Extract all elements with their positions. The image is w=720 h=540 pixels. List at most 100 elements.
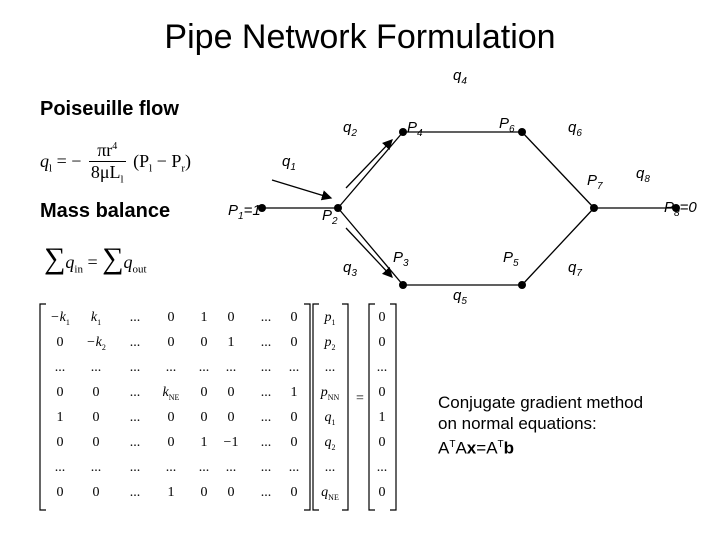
system-matrix: −k1 k1... 0 1 0... 0 0 −k2... 0 0 1... 0...........… <box>38 300 398 515</box>
label-q1: q1 <box>282 153 296 173</box>
matrix-cell: 0 <box>227 485 235 500</box>
label-q3: q3 <box>343 259 357 279</box>
matrix-cell: ... <box>129 460 141 475</box>
matrix-cell: ... <box>260 310 272 325</box>
label-q8: q8 <box>636 165 650 185</box>
node-dot-p7 <box>590 204 598 212</box>
rhs-bracket-left <box>368 303 375 511</box>
poiseuille-numerator: πr <box>97 140 113 160</box>
matrix-cell: 0 <box>200 410 208 425</box>
rhs-cell: 0 <box>378 335 386 350</box>
flow-arrow-q1 <box>271 179 333 201</box>
matrix-equals: = <box>356 391 364 406</box>
mass-q-in-sub: in <box>74 263 83 276</box>
matrix-cell: 0 <box>200 385 208 400</box>
slide-title: Pipe Network Formulation <box>164 18 556 56</box>
mass-balance-equation: ∑qin = ∑qout <box>44 242 147 276</box>
matrix-cell: 1 <box>227 335 235 350</box>
label-q2: q2 <box>343 119 357 139</box>
matrix-cell: 0 <box>290 435 298 450</box>
method-description: Conjugate gradient method on normal equa… <box>438 392 708 459</box>
matrix-cell: ... <box>198 360 210 375</box>
eq-b: b <box>503 438 515 458</box>
mass-q-out-sub: out <box>132 263 147 276</box>
matrix-cell: ... <box>260 335 272 350</box>
matrix-cell: ... <box>260 485 272 500</box>
matrix-cell: ... <box>165 360 177 375</box>
rhs-cell: 1 <box>378 410 386 425</box>
matrix-cell: 1 <box>56 410 64 425</box>
matrix-cell: 0 <box>200 335 208 350</box>
poiseuille-denominator-sub: l <box>120 173 124 186</box>
poiseuille-equals: = − <box>56 150 82 171</box>
poiseuille-numerator-sup: 4 <box>112 141 118 152</box>
matrix-cell: k1 <box>90 310 102 327</box>
matrix-cell: ... <box>54 360 66 375</box>
matrix-cell: 0 <box>167 435 175 450</box>
matrix-cell: −k2 <box>86 335 106 352</box>
matrix-cell: ... <box>288 360 300 375</box>
mass-equals: = <box>87 252 98 272</box>
matrix-cell: ... <box>260 435 272 450</box>
pipe-7 <box>521 207 595 286</box>
eq-equals: = <box>476 438 487 458</box>
node-dot-p5 <box>518 281 526 289</box>
matrix-cell: ... <box>129 435 141 450</box>
node-dot-p8 <box>672 204 680 212</box>
poiseuille-lhs: q <box>40 150 49 171</box>
mass-q-out: q <box>123 252 133 272</box>
matrix-cell: ... <box>54 460 66 475</box>
matrix-cell: ... <box>129 485 141 500</box>
matrix-cell: ... <box>90 360 102 375</box>
node-dot-p4 <box>399 128 407 136</box>
matrix-cell: 0 <box>92 435 100 450</box>
matrix-cell: ... <box>165 460 177 475</box>
poiseuille-equation: ql = − πr4 8μLl (Pl − Pr) <box>40 140 191 186</box>
matrix-cell: 0 <box>290 410 298 425</box>
label-p3: P3 <box>393 249 409 269</box>
matrix-cell: ... <box>129 335 141 350</box>
label-p4: P4 <box>407 119 423 139</box>
node-dot-p3 <box>399 281 407 289</box>
rhs-cell: 0 <box>378 310 386 325</box>
eq-a-rhs: A <box>486 438 498 458</box>
sum-symbol-in: ∑ <box>44 242 66 275</box>
node-dot-p6 <box>518 128 526 136</box>
matrix-cell: ... <box>260 385 272 400</box>
mass-balance-heading: Mass balance <box>40 200 171 222</box>
mass-q-in: q <box>65 252 75 272</box>
label-q5: q5 <box>453 287 467 307</box>
eq-a: A <box>438 438 450 458</box>
coef-bracket-left <box>39 303 46 511</box>
normal-equation: ATAx=ATb <box>438 434 708 459</box>
matrix-cell: ... <box>260 410 272 425</box>
eq-transpose-2: T <box>497 439 504 450</box>
matrix-brackets <box>39 303 397 511</box>
poiseuille-fraction: πr4 8μLl <box>88 140 126 186</box>
matrix-cell: 0 <box>56 485 64 500</box>
matrix-cell: kNE <box>162 385 180 402</box>
unknown-cell: ... <box>324 460 336 475</box>
matrix-cell: −k1 <box>50 310 70 327</box>
matrix-cell: ... <box>129 410 141 425</box>
eq-transpose-1: T <box>449 439 456 450</box>
unknown-bracket-right <box>342 303 349 511</box>
matrix-cell: 0 <box>56 335 64 350</box>
matrix-cell: 0 <box>290 310 298 325</box>
label-q7: q7 <box>568 259 582 279</box>
matrix-cell: ... <box>90 460 102 475</box>
matrix-cell: 1 <box>290 385 298 400</box>
sum-symbol-out: ∑ <box>102 242 124 275</box>
matrix-cell: 0 <box>92 385 100 400</box>
method-line-1: Conjugate gradient method <box>438 393 644 412</box>
poiseuille-rhs-close: ) <box>185 150 192 171</box>
label-q6: q6 <box>568 119 582 139</box>
pipe-6 <box>521 131 595 209</box>
matrix-cell: 0 <box>92 410 100 425</box>
matrix-cell: 0 <box>167 410 175 425</box>
matrix-cell: 0 <box>56 385 64 400</box>
rhs-bracket-right <box>390 303 397 511</box>
matrix-cell: ... <box>225 460 237 475</box>
poiseuille-rhs-sub1: l <box>149 162 153 175</box>
